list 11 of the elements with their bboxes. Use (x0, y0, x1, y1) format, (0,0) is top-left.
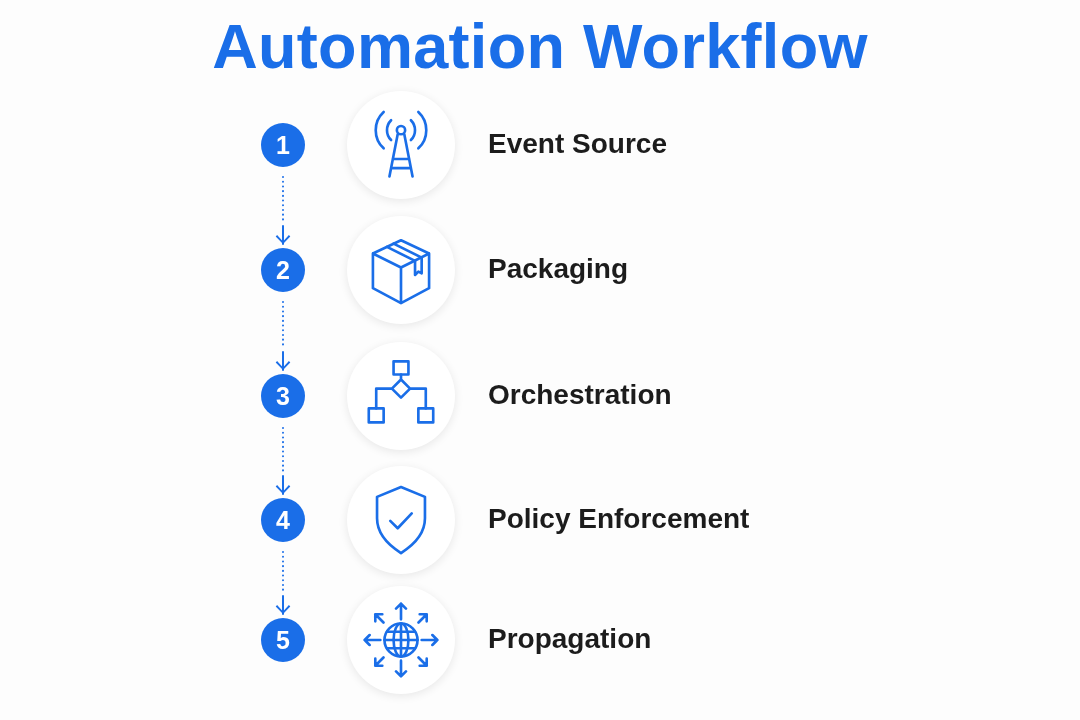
step-label: Policy Enforcement (488, 502, 750, 536)
step-label: Orchestration (488, 378, 672, 412)
step-number: 1 (261, 123, 305, 167)
step-label: Packaging (488, 252, 629, 286)
step-number: 3 (261, 374, 305, 418)
step-number: 4 (261, 498, 305, 542)
step-number: 5 (261, 618, 305, 662)
title: Automation Workflow (212, 11, 868, 81)
step-label: Event Source (488, 127, 667, 161)
step-number: 2 (261, 248, 305, 292)
step-label: Propagation (488, 622, 652, 656)
